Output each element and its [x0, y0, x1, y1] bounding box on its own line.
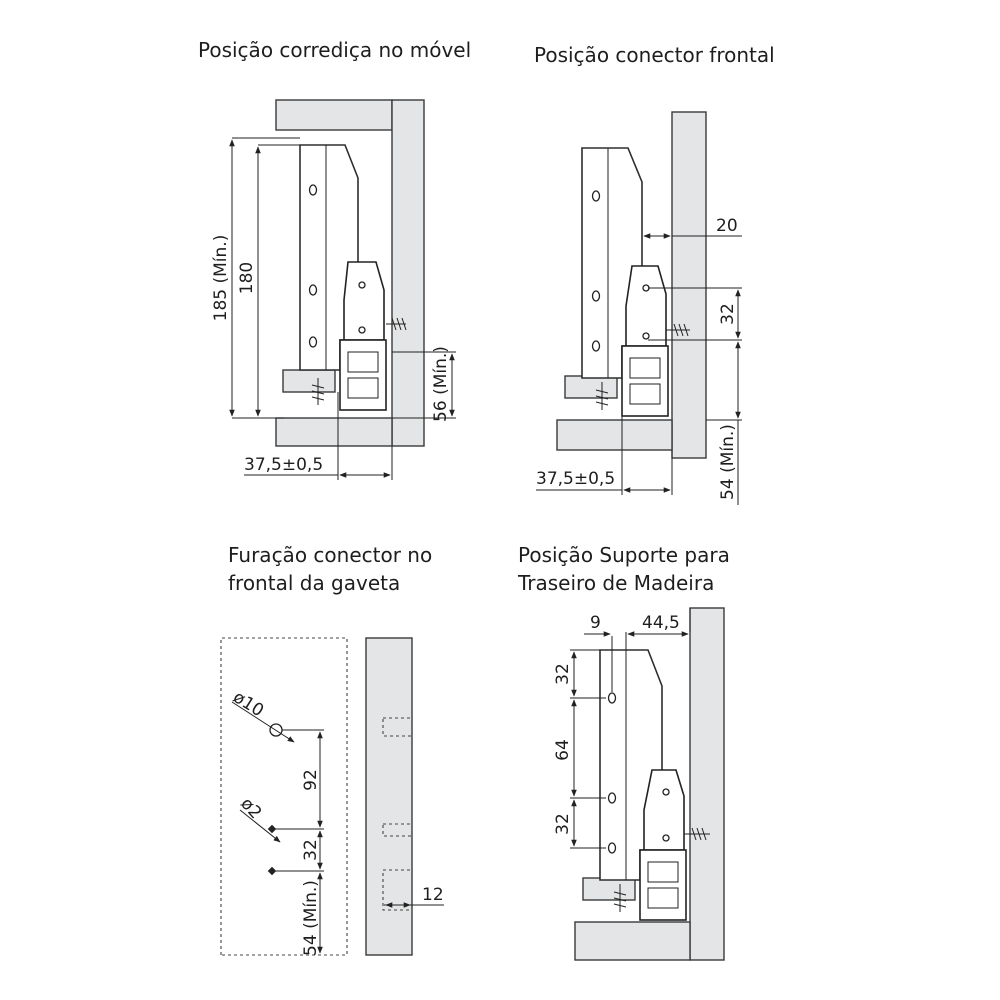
support-drawing: 9 44,5 32 64 32 [553, 607, 725, 961]
support-drawer-bottom [582, 877, 636, 901]
connector-bottom-wall [556, 419, 673, 451]
connector-drawer-bottom [564, 375, 618, 399]
dim-92: 92 [301, 769, 321, 791]
title-drilling-line1: Furação conector no [228, 543, 433, 567]
dim-phi-2: ø2 [236, 794, 265, 823]
dim-64: 64 [553, 739, 573, 761]
connector-runner [621, 345, 669, 417]
cabinet-bottom-wall [275, 417, 393, 447]
runner-mechanism [339, 339, 387, 411]
title-support-line1: Posição Suporte para [518, 543, 730, 567]
dim-56-min: 56 (Mín.) [431, 346, 451, 422]
dim-32-support-top: 32 [553, 663, 573, 685]
dim-phi-10: ø10 [229, 687, 267, 721]
dim-9: 9 [590, 613, 601, 633]
dim-54-min-connector: 54 (Mín.) [718, 424, 738, 500]
dim-12: 12 [422, 885, 444, 905]
support-runner [639, 849, 687, 921]
dim-44-5: 44,5 [642, 613, 680, 633]
drawer-front-section [365, 637, 413, 956]
hole-2mm-upper [267, 824, 277, 834]
dim-185-min: 185 (Mín.) [211, 235, 231, 322]
title-support-line2: Traseiro de Madeira [518, 571, 715, 595]
front-connector-drawing: 20 32 37,5±0,5 54 (Mín.) [536, 111, 742, 505]
drawer-bottom-panel [282, 369, 336, 393]
support-bottom-wall [574, 921, 691, 961]
drilling-drawing: ø10 ø2 92 32 54 (Mín.) 12 [220, 637, 444, 956]
dim-180: 180 [237, 262, 257, 294]
slide-position-drawing: 185 (Mín.) 180 56 (Mín.) 37,5±0,5 [211, 99, 456, 480]
connector-side-wall [671, 111, 707, 459]
title-slide-position: Posição corrediça no móvel [198, 38, 472, 62]
title-front-connector-position: Posição conector frontal [534, 43, 775, 67]
dim-32-drilling: 32 [301, 839, 321, 861]
dim-37-5-connector: 37,5±0,5 [536, 469, 615, 489]
dim-37-5-slide: 37,5±0,5 [244, 455, 323, 475]
hole-2mm-lower [267, 866, 277, 876]
drawer-front-outline [220, 637, 348, 956]
dim-20: 20 [716, 216, 738, 236]
cabinet-side-wall [391, 99, 425, 447]
title-drilling-line2: frontal da gaveta [228, 571, 401, 595]
cabinet-top-wall [275, 99, 393, 131]
dim-32-connector: 32 [718, 303, 738, 325]
dim-54-min-drilling: 54 (Mín.) [301, 880, 321, 956]
dim-32-support-bottom: 32 [553, 813, 573, 835]
support-side-wall [689, 607, 725, 961]
